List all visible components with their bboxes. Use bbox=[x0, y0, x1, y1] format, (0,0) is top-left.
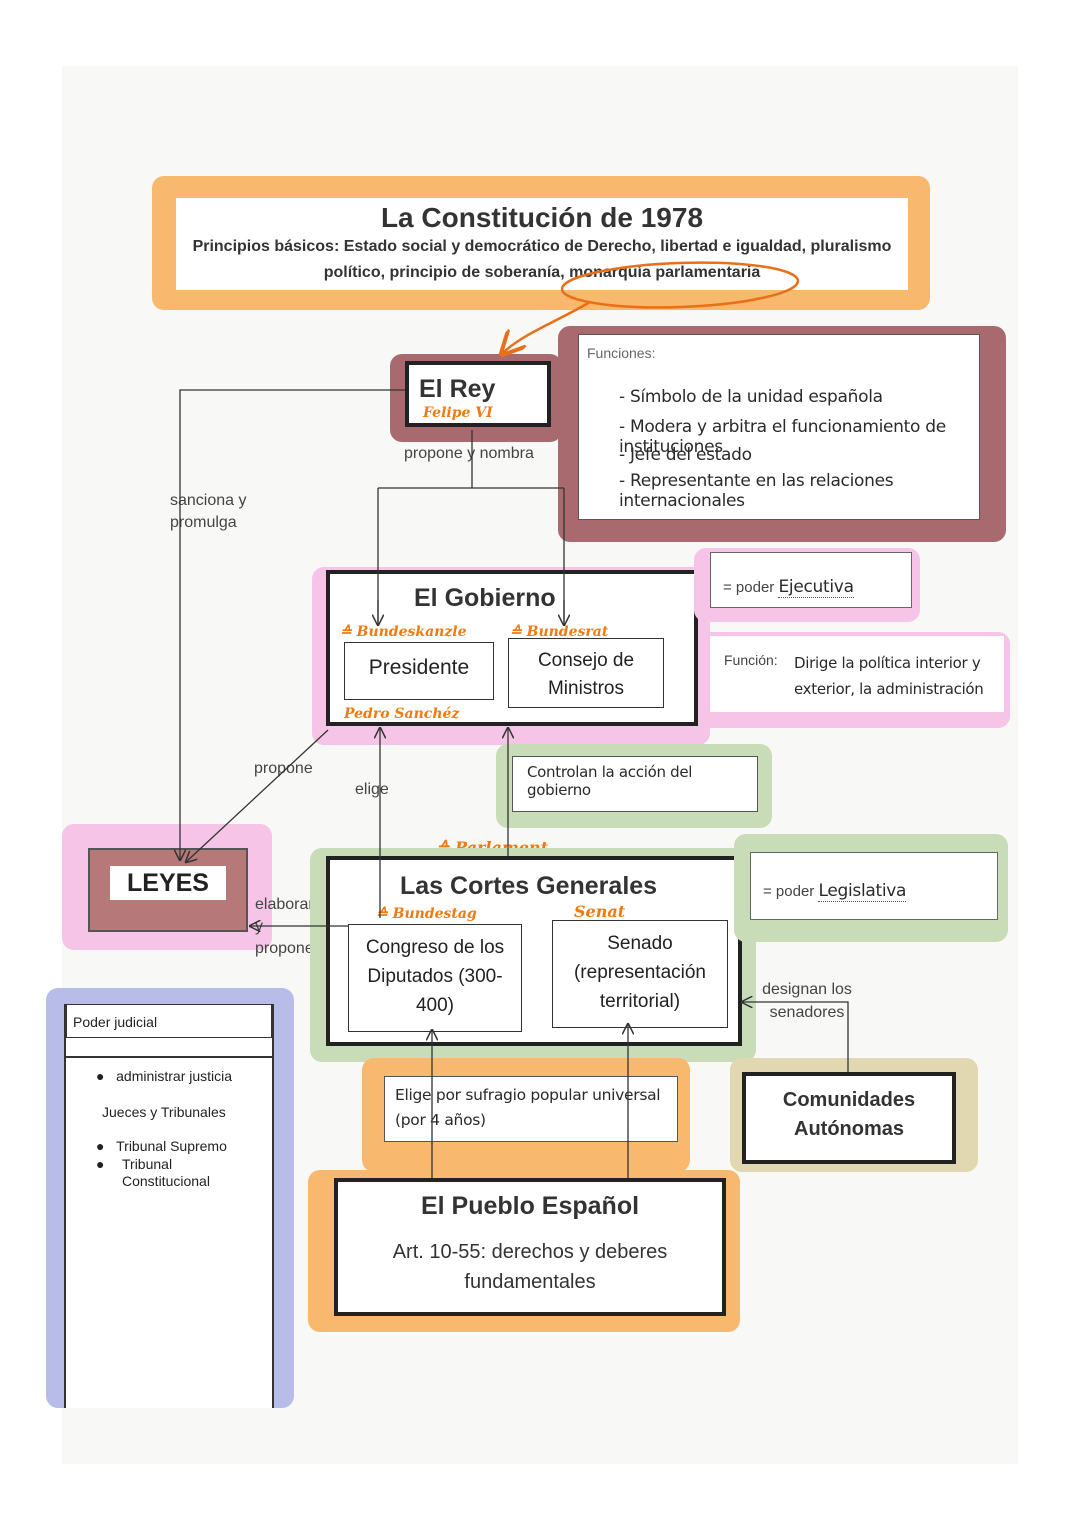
rey-box: El Rey Felipe VI bbox=[405, 361, 551, 427]
edge-label-designan: designan los senadores bbox=[762, 981, 852, 1021]
sufragio-box: Elige por sufragio popular universal (po… bbox=[384, 1076, 678, 1142]
consejo-box: Consejo de Ministros bbox=[508, 638, 664, 708]
presidente-label: Presidente bbox=[368, 656, 470, 679]
legislativa-box: = poder Legislativa bbox=[750, 852, 998, 920]
gobierno-title: El Gobierno bbox=[414, 584, 556, 612]
presidente-name: Pedro Sanchéz bbox=[344, 706, 460, 722]
pueblo-box: El Pueblo Español Art. 10-55: derechos y… bbox=[334, 1178, 726, 1316]
congreso-note: ≙ Bundestag bbox=[376, 906, 477, 922]
control-text: Controlan la acción del gobierno bbox=[527, 763, 693, 799]
congreso-box: Congreso de los Diputados (300-400) bbox=[348, 924, 522, 1032]
funcion-label: Función: bbox=[724, 652, 778, 668]
ejecutiva-value: Ejecutiva bbox=[778, 577, 854, 598]
consejo-note: ≙ Bundesrat bbox=[510, 624, 609, 640]
diagram-title: La Constitución de 1978 bbox=[380, 202, 704, 233]
edge-label-elaboran: elaboran y proponen bbox=[255, 896, 323, 957]
pueblo-text: Art. 10-55: derechos y deberes fundament… bbox=[392, 1241, 668, 1293]
sufragio-text: Elige por sufragio popular universal (po… bbox=[395, 1086, 661, 1129]
function-item: - Modera y arbitra el funcionamiento de … bbox=[619, 417, 946, 457]
ejecutiva-box: = poder Ejecutiva bbox=[710, 552, 912, 608]
comunidades-label: Comunidades Autónomas bbox=[782, 1089, 916, 1140]
judicial-title: Poder judicial bbox=[73, 1014, 158, 1030]
senado-box: Senado (representación territorial) bbox=[552, 920, 728, 1028]
judicial-box: Poder judicial ● administrar justicia Ju… bbox=[64, 1004, 274, 1408]
control-box: Controlan la acción del gobierno bbox=[512, 756, 758, 812]
leyes-title: LEYES bbox=[127, 869, 209, 897]
court-item: ● Tribunal Supremo bbox=[96, 1138, 227, 1154]
judicial-item: ● administrar justicia bbox=[96, 1068, 233, 1084]
judicial-subtitle: Jueces y Tribunales bbox=[102, 1104, 226, 1120]
presidente-note: ≙ Bundeskanzle bbox=[340, 624, 467, 640]
edge-label-propone-nombra: propone y nombra bbox=[404, 445, 534, 462]
rey-title: El Rey bbox=[419, 375, 496, 403]
congreso-label: Congreso de los Diputados (300-400) bbox=[365, 937, 505, 1016]
functions-heading: Funciones: bbox=[587, 345, 656, 361]
rey-functions-box: Funciones: - Símbolo de la unidad españo… bbox=[578, 334, 980, 520]
cortes-title: Las Cortes Generales bbox=[400, 872, 658, 900]
ejecutiva-text: = poder Ejecutiva bbox=[723, 577, 854, 598]
header-box: La Constitución de 1978 Principios básic… bbox=[176, 198, 908, 290]
function-item: - Jefe del estado bbox=[619, 445, 752, 465]
cortes-box: Las Cortes Generales ≙ Bundestag Senat C… bbox=[326, 856, 742, 1046]
legislativa-value: Legislativa bbox=[818, 881, 907, 902]
edge-label-elige: elige bbox=[355, 781, 389, 798]
gobierno-funcion-box: Función: Dirige la política interior y e… bbox=[710, 636, 1004, 712]
edge-label-sanciona: sanciona y promulga bbox=[170, 492, 247, 531]
senado-label: Senado (representación territorial) bbox=[573, 933, 707, 1012]
function-item: - Símbolo de la unidad española bbox=[619, 387, 883, 407]
pueblo-title: El Pueblo Español bbox=[420, 1192, 640, 1220]
senado-note: Senat bbox=[574, 902, 626, 921]
principles-line-2: político, principio de soberanía, monarq… bbox=[323, 264, 761, 281]
judicial-title-box: Poder judicial bbox=[66, 1004, 272, 1038]
legislativa-text: = poder Legislativa bbox=[763, 881, 907, 902]
judicial-divider bbox=[66, 1056, 272, 1058]
edge-label-propone: propone bbox=[254, 760, 313, 777]
comunidades-box: Comunidades Autónomas bbox=[742, 1072, 956, 1164]
principles-line-1: Principios básicos: Estado social y demo… bbox=[192, 238, 892, 255]
presidente-box: Presidente bbox=[344, 642, 494, 700]
leyes-box: LEYES bbox=[88, 848, 248, 932]
leyes-inner: LEYES bbox=[110, 866, 226, 900]
rey-note: Felipe VI bbox=[423, 405, 493, 421]
gobierno-box: El Gobierno ≙ Bundeskanzle ≙ Bundesrat P… bbox=[326, 570, 698, 726]
funcion-text: Dirige la política interior y exterior, … bbox=[794, 654, 984, 698]
function-item: - Representante en las relaciones intern… bbox=[619, 471, 894, 511]
consejo-label: Consejo de Ministros bbox=[537, 650, 635, 699]
